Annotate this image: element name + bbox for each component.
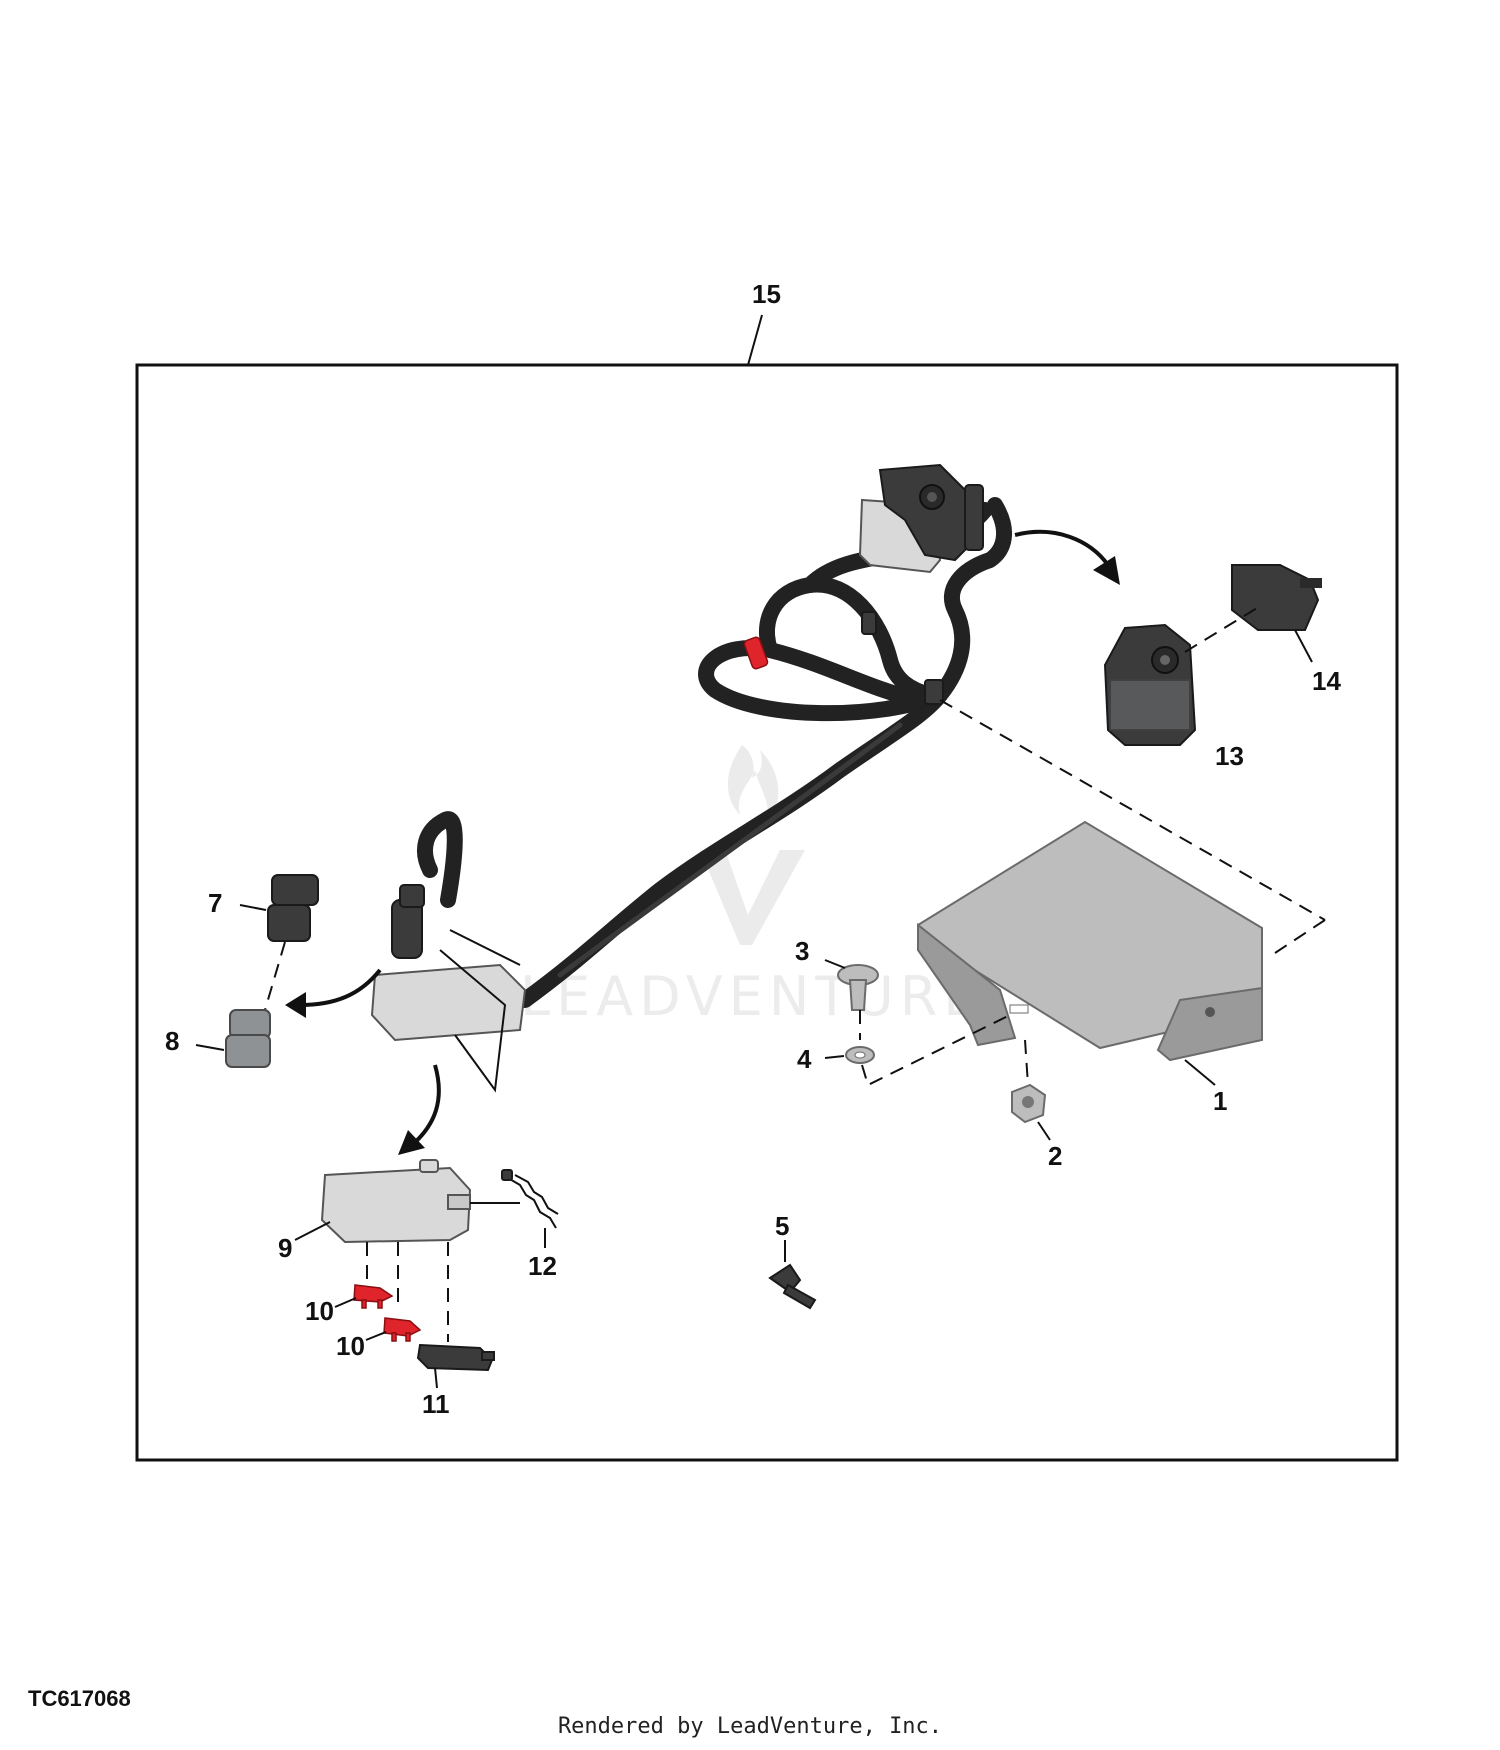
dash-bracket-right: [1274, 919, 1326, 954]
harness-clip: [861, 611, 877, 635]
part-14-connector-cover: [1231, 564, 1322, 631]
kit-frame: [135, 363, 1399, 1462]
part-11-relay: [416, 1343, 495, 1372]
leader-10a: [334, 1297, 357, 1308]
callout-8: 8: [165, 1026, 179, 1056]
part-7-connector: [267, 874, 319, 942]
callout-9: 9: [278, 1233, 292, 1263]
callout-10a: 10: [305, 1296, 334, 1326]
leader-2: [1037, 1121, 1051, 1141]
dash-harness-bracket: [939, 699, 1326, 921]
callout-7: 7: [208, 888, 222, 918]
part-12-terminal-strip: [501, 1169, 559, 1229]
watermark-text: LEADVENTURE: [520, 965, 983, 1028]
arrow-to-13-head: [1093, 556, 1120, 585]
leader-3: [824, 959, 846, 969]
arrow-to-8: [299, 968, 382, 1007]
callout-10b: 10: [336, 1331, 365, 1361]
leader-15: [747, 314, 763, 366]
leader-10b: [365, 1331, 387, 1341]
leader-14: [1294, 629, 1313, 663]
part-10-fuse-upper: [353, 1284, 394, 1309]
arrow-to-13: [1014, 529, 1110, 567]
leader-1: [1184, 1059, 1216, 1086]
part-2-nut: [1011, 1083, 1047, 1124]
arrow-to-9: [410, 1064, 441, 1147]
dash-4-bracket: [861, 1014, 1011, 1087]
callout-5: 5: [775, 1211, 789, 1241]
callout-11: 11: [422, 1389, 450, 1419]
part-1-mounting-bracket: [917, 820, 1263, 1062]
callout-3: 3: [795, 936, 809, 966]
harness-main-connector: [858, 463, 984, 574]
part-10-fuse-lower: [383, 1317, 422, 1342]
callout-13: 13: [1215, 741, 1244, 771]
callout-15: 15: [752, 279, 781, 309]
harness-branch-connector: [370, 884, 527, 1093]
leader-9: [294, 1221, 331, 1241]
part-5-screw: [768, 1263, 817, 1310]
part-13-connector: [1103, 623, 1197, 746]
tape-band-red: [743, 636, 769, 670]
dash-2-bracket: [1024, 1039, 1029, 1086]
part-4-washer: [845, 1046, 875, 1064]
figure-id: TC617068: [28, 1686, 131, 1711]
watermark-logo: [700, 745, 805, 945]
callout-14: 14: [1312, 666, 1341, 696]
callout-2: 2: [1048, 1141, 1062, 1171]
leader-7: [239, 904, 267, 911]
harness-clip: [924, 679, 944, 705]
leader-11: [434, 1367, 438, 1389]
part-9-fuse-holder: [320, 1159, 472, 1244]
leader-4: [824, 1055, 845, 1059]
callout-12: 12: [528, 1251, 557, 1281]
leader-8: [195, 1044, 225, 1051]
callout-4: 4: [797, 1044, 812, 1074]
arrow-to-9-head: [398, 1130, 425, 1155]
arrow-to-8-head: [285, 992, 306, 1018]
part-3-push-pin: [837, 964, 879, 1011]
dash-13-14: [1184, 604, 1263, 653]
render-credit: Rendered by LeadVenture, Inc.: [557, 1714, 943, 1739]
dash-7-8: [264, 941, 286, 1011]
part-8-connector: [225, 1009, 271, 1068]
callout-1: 1: [1213, 1086, 1227, 1116]
